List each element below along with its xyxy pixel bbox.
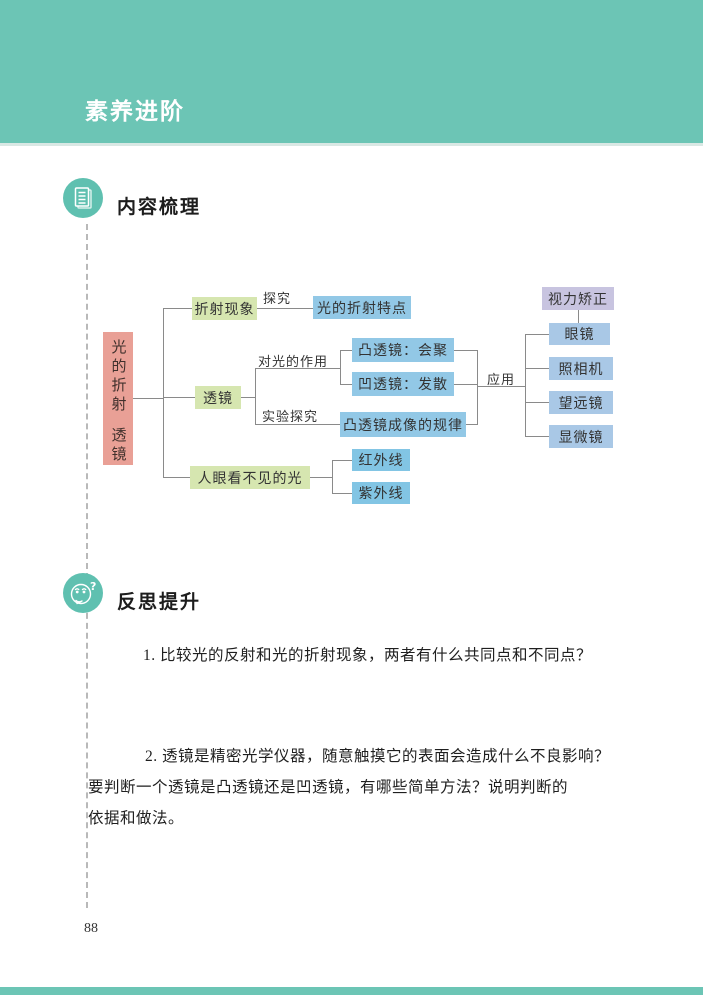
section-title-reflection: 反思提升 xyxy=(117,591,202,613)
node-vision-correction: 视力矫正 xyxy=(542,287,614,310)
node-invisible-light: 人眼看不见的光 xyxy=(190,466,310,489)
footer-band xyxy=(0,987,703,995)
connector xyxy=(163,397,195,398)
connector xyxy=(578,310,579,323)
connector xyxy=(332,460,352,461)
connector xyxy=(163,477,190,478)
question-1: 1. 比较光的反射和光的折射现象，两者有什么共同点和不同点？ xyxy=(143,647,593,664)
connector xyxy=(477,386,525,387)
edge-label-experiment: 实验探究 xyxy=(262,409,319,424)
connector xyxy=(477,350,478,425)
connector xyxy=(133,398,163,399)
connector xyxy=(340,350,352,351)
question-2-line2: 要判断一个透镜是凸透镜还是凹透镜，有哪些简单方法？说明判断的 xyxy=(88,779,569,796)
connector xyxy=(525,436,549,437)
node-application-camera: 照相机 xyxy=(549,357,613,380)
connector xyxy=(466,424,477,425)
connector xyxy=(525,402,549,403)
node-ultraviolet: 紫外线 xyxy=(352,482,410,504)
connector xyxy=(454,350,477,351)
node-refraction-phenomenon: 折射现象 xyxy=(192,297,257,320)
connector xyxy=(241,397,255,398)
document-notes-icon xyxy=(63,178,103,218)
connector xyxy=(340,350,341,385)
node-lens: 透镜 xyxy=(195,386,241,409)
edge-label-application: 应用 xyxy=(487,372,516,387)
svg-text:?: ? xyxy=(90,580,96,593)
connector xyxy=(310,477,332,478)
connector xyxy=(255,368,256,425)
connector xyxy=(454,384,477,385)
margin-dashed-line xyxy=(86,224,88,908)
root-node-line2: 透镜 xyxy=(109,427,126,465)
connector xyxy=(257,308,313,309)
node-infrared: 红外线 xyxy=(352,449,410,471)
reflection-icon: ? xyxy=(63,573,103,613)
question-2-line3: 依据和做法。 xyxy=(88,810,185,827)
page-title: 素养进阶 xyxy=(85,99,185,124)
connector xyxy=(255,368,340,369)
content-outline-icon xyxy=(63,178,103,218)
connector xyxy=(340,384,352,385)
connector xyxy=(525,368,549,369)
node-application-microscope: 显微镜 xyxy=(549,425,613,448)
root-node-line1: 光的折射 xyxy=(109,339,126,415)
connector xyxy=(163,308,192,309)
node-application-glasses: 眼镜 xyxy=(549,323,610,345)
connector xyxy=(332,493,352,494)
connector xyxy=(255,424,340,425)
node-convex-converging: 凸透镜：会聚 xyxy=(352,338,454,362)
header-band: 素养进阶 xyxy=(0,0,703,143)
node-imaging-law: 凸透镜成像的规律 xyxy=(340,412,466,437)
page-number: 88 xyxy=(84,921,98,936)
connector xyxy=(525,334,549,335)
thinking-face-icon: ? xyxy=(63,573,103,613)
connector xyxy=(525,334,526,436)
node-concave-diverging: 凹透镜：发散 xyxy=(352,372,454,396)
connector xyxy=(332,460,333,493)
question-2-line1: 2. 透镜是精密光学仪器，随意触摸它的表面会造成什么不良影响？ xyxy=(145,748,611,765)
node-application-telescope: 望远镜 xyxy=(549,391,613,414)
edge-label-explore: 探究 xyxy=(263,291,292,306)
section-title-content-outline: 内容梳理 xyxy=(117,196,202,218)
connector xyxy=(163,308,164,477)
node-refraction-characteristics: 光的折射特点 xyxy=(313,296,411,319)
edge-label-effect-on-light: 对光的作用 xyxy=(258,354,329,369)
root-node-light-refraction-lens: 光的折射 透镜 xyxy=(103,332,133,465)
